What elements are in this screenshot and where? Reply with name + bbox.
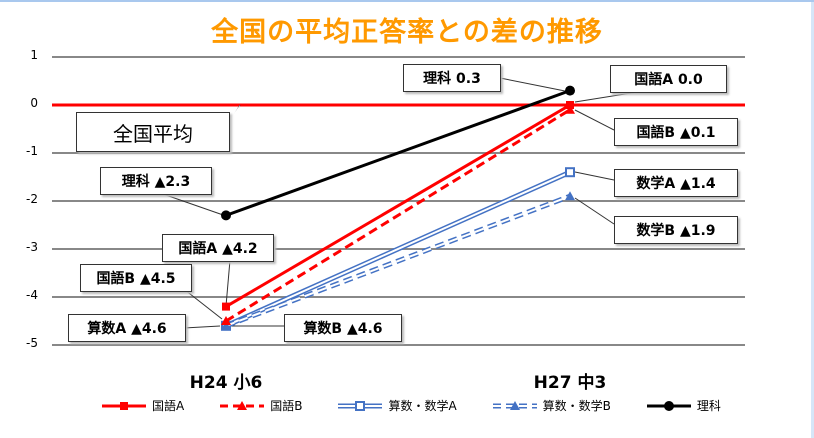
data-label: 国語A 0.0 <box>610 65 727 93</box>
data-point <box>663 400 674 411</box>
y-tick-label: 1 <box>30 48 38 62</box>
legend-item: 国語A <box>100 397 184 414</box>
data-label: 算数B ▲4.6 <box>284 314 402 342</box>
series-line-inner <box>225 195 571 327</box>
legend-swatch <box>646 400 691 411</box>
data-point <box>120 401 128 410</box>
data-label: 数学B ▲1.9 <box>614 216 738 244</box>
leader-line <box>574 171 615 181</box>
legend-label: 国語B <box>270 399 303 413</box>
data-point <box>222 302 230 311</box>
data-label: 算数A ▲4.6 <box>68 314 186 342</box>
series-line-inner <box>225 171 571 327</box>
data-point <box>565 85 575 96</box>
data-label: 理科 ▲2.3 <box>100 167 212 195</box>
data-label: 理科 0.3 <box>403 64 501 92</box>
data-point <box>221 210 231 221</box>
series-line-国語A <box>225 103 571 308</box>
y-tick-label: -2 <box>26 192 38 206</box>
y-tick-label: -4 <box>26 288 38 302</box>
y-tick-label: -5 <box>26 336 38 350</box>
data-point <box>565 167 575 178</box>
leader-line <box>184 289 223 320</box>
data-label: 国語A ▲4.2 <box>162 234 274 262</box>
legend-swatch <box>102 401 146 410</box>
y-tick-label: -1 <box>26 144 38 158</box>
legend: 国語A 国語B 算数・数学A 算数・数学B 理科 <box>100 397 755 414</box>
data-point <box>221 316 231 325</box>
data-point <box>565 104 575 114</box>
legend-label: 算数・数学A <box>388 399 457 413</box>
legend-item: 算数・数学A <box>336 397 457 414</box>
y-tick-label: 0 <box>30 96 38 110</box>
series-line-理科 <box>225 89 571 217</box>
legend-label: 算数・数学B <box>542 399 611 413</box>
national-average-callout: 全国平均 <box>76 112 230 152</box>
legend-item: 算数・数学B <box>491 397 611 414</box>
data-point <box>355 400 366 411</box>
leader-line <box>574 109 615 131</box>
data-label: 数学A ▲1.4 <box>614 169 738 197</box>
data-point <box>565 191 575 201</box>
chart-title: 全国の平均正答率との差の推移 <box>211 17 603 48</box>
x-tick-label: H27 中3 <box>533 373 607 393</box>
legend-swatch <box>492 400 537 410</box>
legend-label: 理科 <box>696 399 721 413</box>
leader-line <box>225 259 231 307</box>
legend-item: 国語B <box>218 397 302 414</box>
data-point <box>509 400 520 410</box>
data-point <box>221 320 231 330</box>
x-tick-label: H24 小6 <box>189 373 263 393</box>
data-label: 国語B ▲0.1 <box>614 118 738 146</box>
data-point <box>566 101 574 109</box>
data-point <box>237 400 248 410</box>
leader-line <box>574 197 615 225</box>
legend-item: 理科 <box>645 397 721 414</box>
leader-line <box>499 77 571 93</box>
window-border <box>811 2 814 438</box>
leader-line <box>183 325 221 329</box>
leader-line <box>159 192 227 217</box>
legend-swatch <box>338 400 383 411</box>
data-label: 国語B ▲4.5 <box>80 264 192 292</box>
y-tick-label: -3 <box>26 240 38 254</box>
legend-swatch <box>220 400 265 410</box>
series-line-国語B <box>225 108 571 323</box>
legend-label: 国語A <box>152 399 185 413</box>
